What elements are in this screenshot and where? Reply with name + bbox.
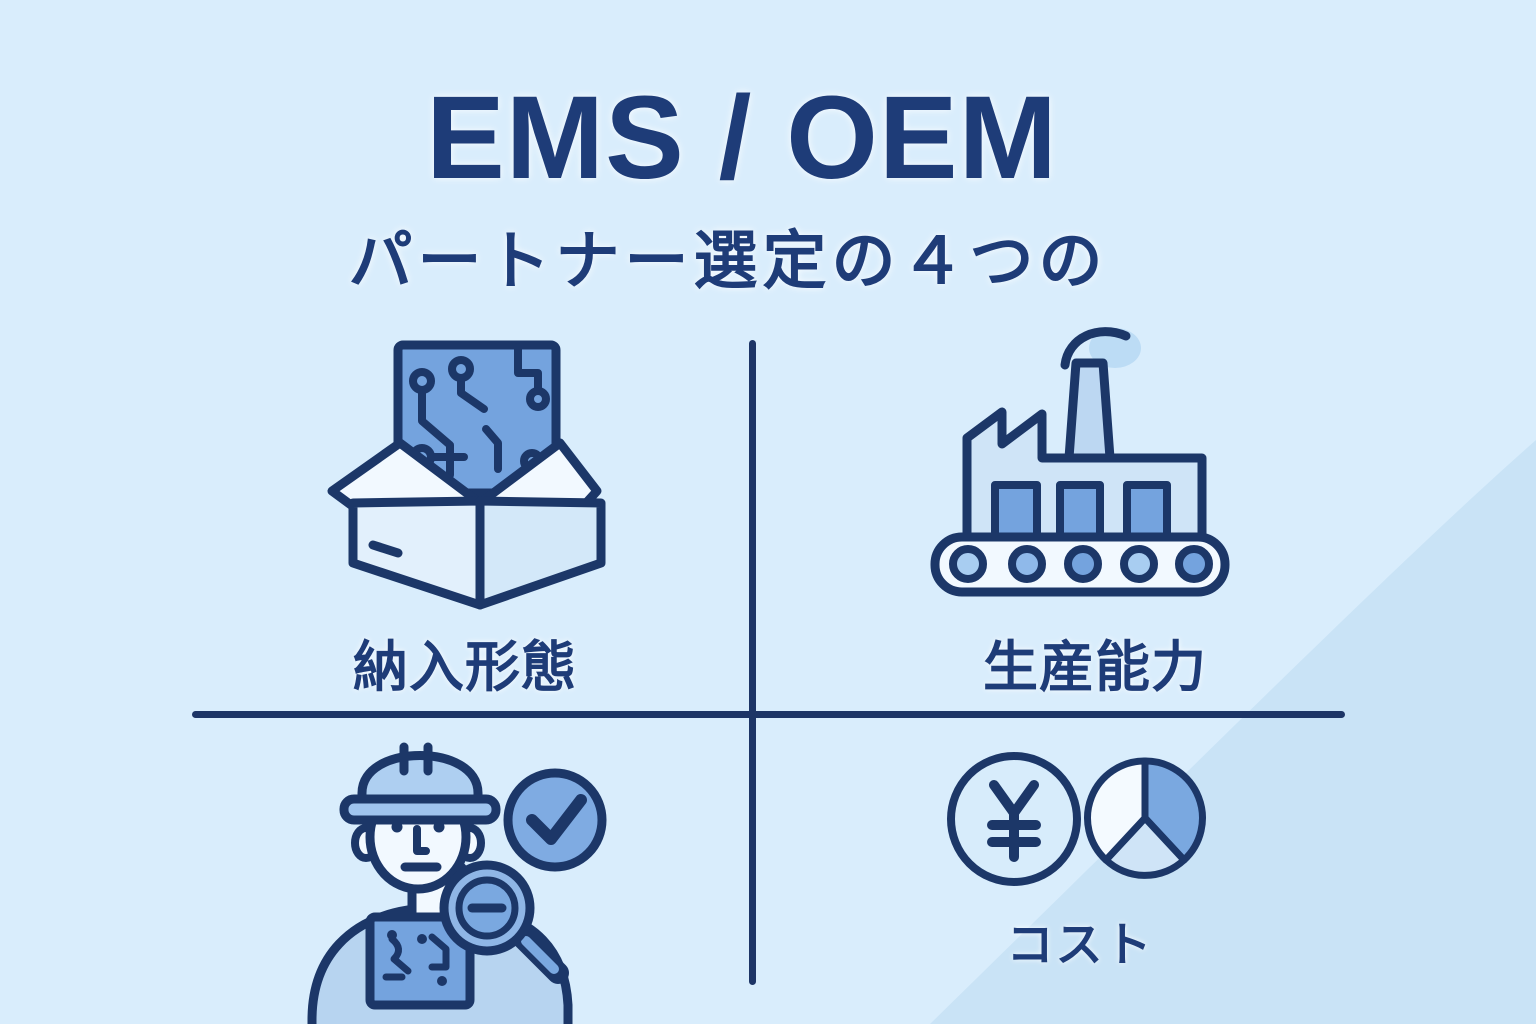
vertical-divider — [749, 340, 756, 985]
horizontal-divider — [192, 711, 1345, 718]
subtitle: パートナー選定の４つの — [348, 225, 1108, 297]
quadrant-label-cost: コスト — [1006, 918, 1154, 971]
worker-inspection-icon — [307, 742, 607, 1024]
circuit-board-box-icon — [327, 340, 606, 610]
quadrant-label-capacity: 生産能力 — [982, 636, 1207, 698]
factory-conveyor-icon — [930, 327, 1230, 597]
main-title: EMS / OEM — [426, 72, 1058, 204]
yen-coin-pie-chart-icon — [947, 752, 1206, 886]
quadrant-label-delivery: 納入形態 — [352, 636, 577, 698]
